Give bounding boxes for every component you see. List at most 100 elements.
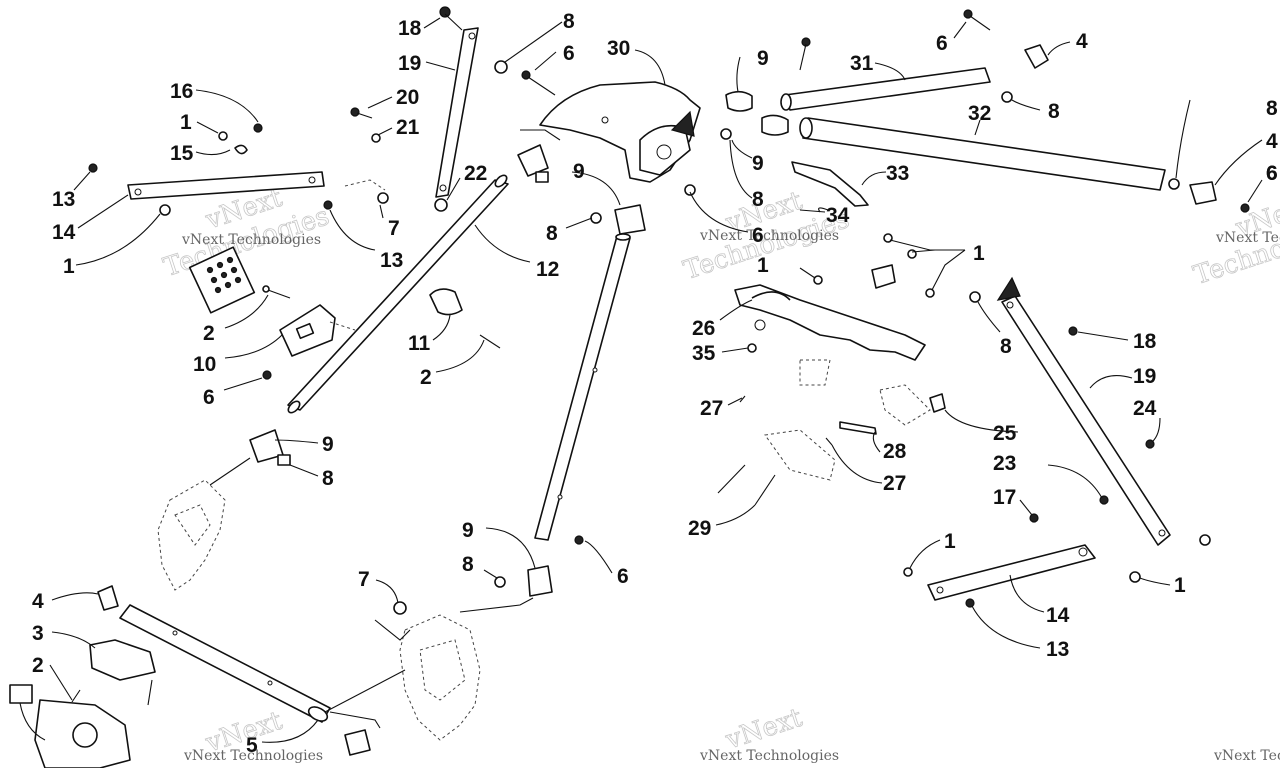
strap-body <box>435 27 479 198</box>
leader <box>195 89 259 123</box>
callout-c9: 1 <box>180 111 192 134</box>
leader <box>329 209 376 251</box>
bolt-head <box>262 370 272 380</box>
roll-pin <box>479 334 501 349</box>
watermark-caption: vNext Technologies <box>181 232 321 248</box>
callout-c52: 28 <box>883 440 907 463</box>
watermark-caption: vNext Technologies <box>1215 230 1280 246</box>
callout-c12: 14 <box>52 221 76 244</box>
leader <box>719 299 753 321</box>
leader <box>474 224 531 263</box>
dash-support-26 <box>717 233 946 506</box>
callout-c16: 22 <box>464 162 487 185</box>
housing-detail <box>419 639 466 701</box>
callout-c47: 8 <box>1000 335 1012 358</box>
bolt-head <box>350 107 360 117</box>
callout-c11: 13 <box>52 188 75 211</box>
leader <box>818 207 829 213</box>
pin <box>226 256 234 264</box>
leader <box>1047 464 1103 499</box>
bolt-head <box>1240 203 1250 213</box>
callout-c42: 1 <box>973 242 985 265</box>
leader <box>423 17 441 29</box>
phantom-line <box>374 619 411 641</box>
callout-c13: 1 <box>63 255 75 278</box>
tube-body <box>802 117 1166 191</box>
leader <box>944 409 1019 433</box>
pin <box>216 261 224 269</box>
leader <box>274 439 319 444</box>
leader <box>196 121 219 134</box>
callout-c20: 2 <box>203 322 215 345</box>
callout-c59: 1 <box>1174 574 1186 597</box>
tube-end <box>780 93 792 111</box>
callout-labels: 18 8 19 6 30 20 21 16 1 15 13 14 1 7 13 … <box>32 10 1278 757</box>
nut <box>434 198 448 212</box>
callout-c58: 14 <box>1046 604 1070 627</box>
callout-c39: 8 <box>1266 97 1278 120</box>
callout-c14: 7 <box>388 217 400 240</box>
nut <box>969 291 981 303</box>
leader <box>953 21 967 39</box>
strap-hole <box>439 184 447 192</box>
lower-tube-32 <box>720 114 1250 213</box>
callout-c2: 8 <box>563 10 575 33</box>
leader <box>1019 499 1033 516</box>
leader <box>446 177 461 201</box>
callout-c32: 8 <box>1048 100 1060 123</box>
tube-end <box>494 174 508 188</box>
pin-head <box>262 285 270 293</box>
leader <box>377 127 393 136</box>
column-mount-bracket <box>521 70 701 196</box>
callout-c26: 8 <box>322 467 334 490</box>
leader <box>971 605 1041 649</box>
bolt-head <box>574 535 584 545</box>
bolt-shank <box>444 13 463 31</box>
leader <box>1009 574 1045 613</box>
callout-c10: 15 <box>170 142 194 165</box>
leader <box>289 464 319 477</box>
brace-hole <box>936 586 944 594</box>
cap-4 <box>1024 44 1049 69</box>
phantom-bracket <box>764 429 836 481</box>
watermark-caption: vNext Technologies <box>699 748 839 764</box>
leader <box>974 119 981 136</box>
leader <box>931 249 966 291</box>
callout-c23: 11 <box>408 332 431 355</box>
callout-c54: 23 <box>993 452 1016 475</box>
collar-body <box>429 288 463 316</box>
bolt-shank <box>356 112 373 119</box>
bolt-shank <box>969 15 991 31</box>
leader <box>435 339 485 373</box>
callout-c37: 34 <box>826 204 850 227</box>
u-joint-cap <box>535 171 549 183</box>
leader <box>49 664 73 701</box>
nut <box>907 249 917 259</box>
nut <box>590 212 602 224</box>
parts-group <box>9 6 1250 768</box>
clip-25 <box>929 393 946 413</box>
collar <box>344 729 371 756</box>
shim-28 <box>839 421 877 435</box>
leader <box>483 569 498 579</box>
callout-c5: 30 <box>607 37 630 60</box>
long-bolt <box>754 474 776 506</box>
callout-c18: 8 <box>546 222 558 245</box>
pin <box>224 281 232 289</box>
callout-c66: 3 <box>32 622 44 645</box>
leader <box>1247 179 1263 203</box>
cap-4 <box>1189 181 1217 205</box>
leader <box>584 540 613 574</box>
bolt-head <box>253 123 263 133</box>
leader <box>861 171 887 186</box>
leader <box>1089 375 1133 389</box>
callout-c41: 6 <box>1266 162 1278 185</box>
bracket-hole <box>601 116 609 124</box>
nut <box>494 60 508 74</box>
support-hole <box>754 319 766 331</box>
callout-c15: 13 <box>380 249 403 272</box>
clip <box>747 343 757 353</box>
collar-11 <box>429 288 501 349</box>
callout-c31: 6 <box>936 32 948 55</box>
